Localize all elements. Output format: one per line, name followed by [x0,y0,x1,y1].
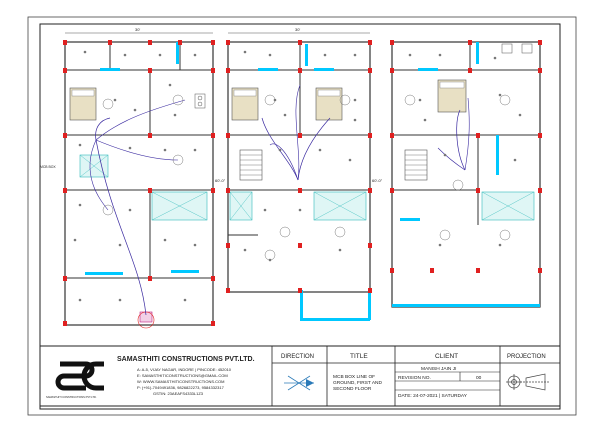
ff-window [314,68,334,71]
sf-window [400,218,420,221]
projection-header: PROJECTION [507,354,546,360]
sf-fans [404,94,511,241]
sf-tank [501,43,513,54]
sf-columns [390,40,542,273]
gf-stove [194,93,206,109]
first-floor-plan: 30' 60'-0" [226,27,383,321]
company-name: SAMASTHITI CONSTRUCTIONS PVT.LTD. [117,356,255,363]
client-name: MANISH JAIN JI [421,366,456,372]
gf-wire [95,117,147,316]
company-phone: P: (+91)-7049491836, 9826822273, 9584332… [137,385,225,390]
drawing-title-line-2: GROUND, FIRST AND [333,380,382,386]
drawing-title-line-3: SECOND FLOOR [333,386,372,392]
company-email: E: SAMASTHITICONSTRUCTIONS@GMAIL.COM [137,373,228,378]
second-floor-plan [390,40,542,308]
ff-window [300,318,370,321]
sf-tank [521,43,533,54]
sf-wire [456,109,466,171]
ff-fixtures [243,50,357,262]
revision-value: 00 [476,375,482,381]
title-block-frame [39,345,561,407]
gf-mcb-note: MCB BOX [40,165,56,169]
gf-bed-pillow [71,89,95,97]
gf-columns [63,40,215,326]
gf-dim-side: 60'-0" [215,178,226,183]
ff-dim-side: 60'-0" [372,178,383,183]
sf-window [418,68,438,71]
sf-window [392,304,540,307]
client-header: CLIENT [435,353,458,360]
direction-header: DIRECTION [281,354,314,360]
ff-window [300,290,303,320]
gf-fixtures [73,50,197,302]
gf-fans [102,94,184,216]
ground-floor-plan: 30' 60'-0" MCB BOX [40,27,226,329]
third-angle-projection-icon [506,373,550,391]
ff-window [305,44,308,66]
ff-window [368,290,371,320]
gf-window [171,270,199,273]
sheet-border-outer [27,16,577,416]
gf-window [176,42,179,64]
ff-window [258,68,278,71]
sf-wire [464,97,470,171]
ff-columns [226,40,372,293]
company-address: A: A-5, VIJAY NAGAR, INDORE | PINCODE: 4… [137,367,232,372]
revision-label: REVISION NO. [398,375,431,381]
sf-wire [437,147,466,171]
company-logo-icon [55,361,104,391]
sf-window [476,42,479,64]
sf-window [496,135,499,175]
ff-wire [295,84,301,181]
gf-wire [95,99,186,141]
ff-wire [269,143,299,181]
ff-wire [297,117,331,181]
gf-wire [95,139,179,161]
gf-dim-top: 30' [135,27,140,32]
gf-wire [89,139,109,211]
sf-fixtures [408,53,522,247]
gf-window [85,272,123,275]
title-block: SAMASTHITI CONSTRUCTIONS PVT.LTD. SAMAST… [39,345,561,407]
gf-outline [64,41,214,326]
company-web: W: WWW.SAMASTHITICONSTRUCTIONS.COM [137,379,224,384]
gf-window [100,68,120,71]
company-gstin: GSTIN: 23AEAFS4333L1Z3 [153,391,204,396]
drawing-date: DATE: 24-07-2021 | SATURDAY [398,393,468,399]
title-header: TITLE [350,353,368,360]
logo-caption: SAMASTHITI CONSTRUCTIONS PVT.LTD. [46,395,97,399]
ff-dim-top: 30' [295,27,300,32]
ff-fans [264,94,351,261]
north-direction-icon [284,375,314,391]
sheet-border-inner [39,23,561,410]
drawing-title-line-1: MCB BOX LINE OF [333,374,375,380]
